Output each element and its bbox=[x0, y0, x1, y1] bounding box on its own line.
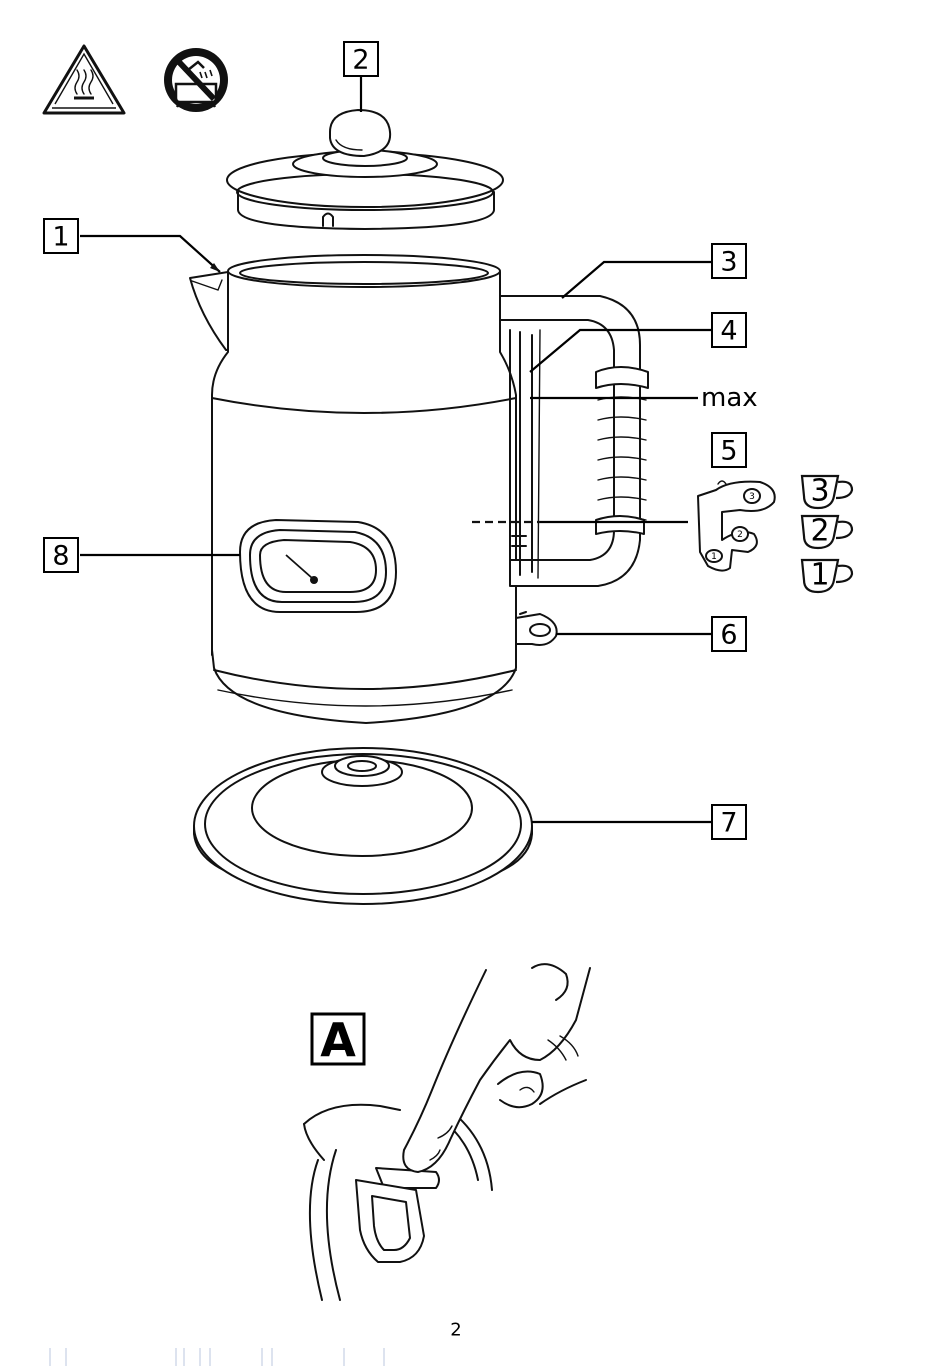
callout-8-label: 8 bbox=[52, 541, 69, 572]
cup-label-2: 2 bbox=[810, 514, 829, 549]
page-number: 2 bbox=[450, 1320, 461, 1341]
figure-a-letter: A bbox=[320, 1013, 356, 1067]
callout-2-label: 2 bbox=[352, 45, 369, 76]
cup-icon-2: 2 bbox=[802, 514, 852, 549]
print-registration-marks bbox=[50, 1348, 384, 1366]
callout-5: 5 bbox=[712, 433, 746, 467]
callout-1-label: 1 bbox=[52, 222, 69, 253]
figure-a-label: A bbox=[312, 1013, 364, 1067]
cup-label-3: 3 bbox=[810, 474, 829, 509]
kettle-body bbox=[190, 255, 516, 723]
callout-7-label: 7 bbox=[720, 808, 737, 839]
power-switch bbox=[516, 612, 557, 645]
callout-5-label: 5 bbox=[720, 436, 737, 467]
callout-6: 6 bbox=[712, 617, 746, 651]
svg-text:2: 2 bbox=[737, 530, 743, 540]
svg-text:1: 1 bbox=[711, 552, 717, 562]
callout-2: 2 bbox=[344, 42, 378, 76]
callout-3-label: 3 bbox=[720, 247, 737, 278]
callout-4: 4 bbox=[712, 313, 746, 347]
callout-4-label: 4 bbox=[720, 316, 737, 347]
callout-1: 1 bbox=[44, 219, 78, 253]
cup-label-1: 1 bbox=[810, 558, 829, 593]
callout-7: 7 bbox=[712, 805, 746, 839]
callout-6-label: 6 bbox=[720, 620, 737, 651]
svg-text:3: 3 bbox=[749, 492, 755, 502]
power-base bbox=[194, 748, 532, 904]
lid bbox=[227, 110, 503, 229]
cup-icon-1: 1 bbox=[802, 558, 852, 593]
callout-8: 8 bbox=[44, 538, 78, 572]
do-not-immerse-icon bbox=[164, 48, 228, 112]
kettle-handle bbox=[500, 296, 648, 586]
max-level-label: max bbox=[701, 383, 758, 413]
callout-3: 3 bbox=[712, 244, 746, 278]
cup-level-indicator: 3 2 1 bbox=[698, 481, 775, 571]
cup-icon-3: 3 bbox=[802, 474, 852, 509]
temperature-gauge bbox=[240, 520, 396, 612]
hot-surface-warning-icon bbox=[44, 46, 124, 113]
